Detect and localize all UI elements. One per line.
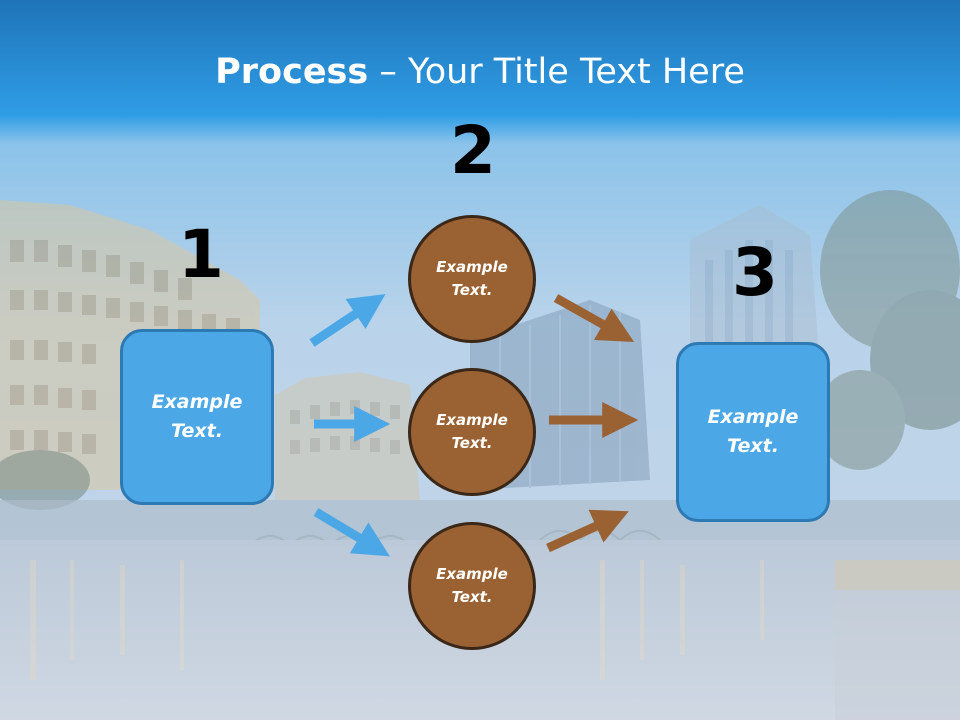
- blue-arrow-down: [313, 508, 390, 557]
- trees: [0, 190, 960, 510]
- circle-top-line2: Text.: [451, 281, 493, 299]
- water-reflections: [30, 560, 764, 680]
- right-box-line1: Example: [707, 406, 799, 428]
- blue-arrow-up: [309, 294, 386, 347]
- circle-middle[interactable]: Example Text.: [408, 368, 536, 496]
- left-process-box[interactable]: Example Text.: [120, 329, 274, 505]
- brown-arrow-down: [553, 294, 635, 342]
- circle-middle-line2: Text.: [451, 434, 493, 452]
- step-number-1: 1: [178, 216, 224, 293]
- circle-bottom-line2: Text.: [451, 588, 493, 606]
- right-process-box[interactable]: Example Text.: [676, 342, 830, 522]
- circle-middle-line1: Example: [436, 411, 508, 429]
- left-box-line1: Example: [151, 391, 243, 413]
- step-number-2: 2: [450, 112, 496, 189]
- right-railing: [835, 560, 960, 720]
- brown-arrow-up: [546, 509, 629, 553]
- circle-top[interactable]: Example Text.: [408, 215, 536, 343]
- right-box-line2: Text.: [727, 435, 779, 457]
- circle-bottom-line1: Example: [436, 565, 508, 583]
- title-bold: Process: [215, 52, 369, 92]
- step-number-3: 3: [732, 234, 778, 311]
- circle-top-line1: Example: [436, 258, 508, 276]
- title-rest: – Your Title Text Here: [368, 52, 745, 92]
- circle-bottom[interactable]: Example Text.: [408, 522, 536, 650]
- slide-title: Process – Your Title Text Here: [0, 52, 960, 92]
- left-box-line2: Text.: [171, 420, 223, 442]
